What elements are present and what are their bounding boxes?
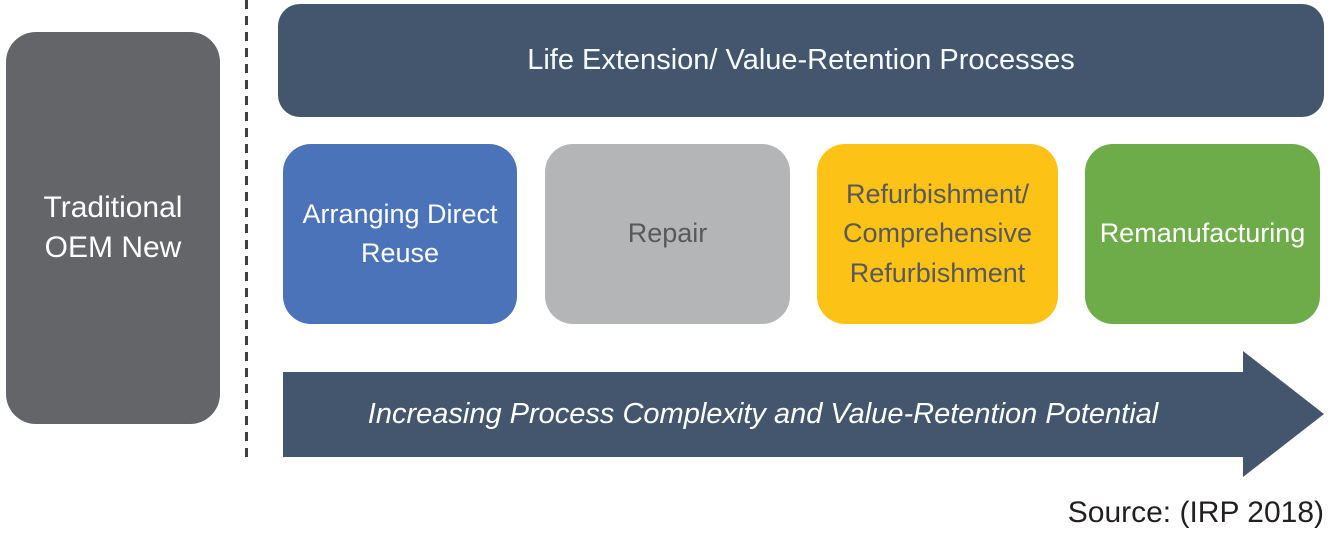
header-label: Life Extension/ Value-Retention Processe… <box>527 44 1075 76</box>
process-label: Refurbishment/ Comprehensive Refurbishme… <box>842 179 1033 288</box>
process-box-remanufacturing: Remanufacturing <box>1085 144 1320 324</box>
process-box-arranging-direct-reuse: Arranging Direct Reuse <box>283 144 517 324</box>
source-caption: Source: (IRP 2018) <box>1067 496 1324 529</box>
header-bar: Life Extension/ Value-Retention Processe… <box>278 4 1324 117</box>
process-box-refurbishment: Refurbishment/ Comprehensive Refurbishme… <box>817 144 1058 324</box>
process-box-repair: Repair <box>545 144 790 324</box>
complexity-arrow: Increasing Process Complexity and Value-… <box>283 372 1243 457</box>
dashed-divider <box>245 0 248 459</box>
process-label: Repair <box>627 218 708 249</box>
traditional-oem-box: Traditional OEM New <box>6 32 220 424</box>
arrow-right-icon <box>1243 351 1324 477</box>
complexity-arrow-label: Increasing Process Complexity and Value-… <box>367 398 1159 430</box>
process-label: Remanufacturing <box>1099 218 1306 249</box>
traditional-oem-label: Traditional OEM New <box>43 191 183 264</box>
process-label: Arranging Direct Reuse <box>302 198 498 268</box>
